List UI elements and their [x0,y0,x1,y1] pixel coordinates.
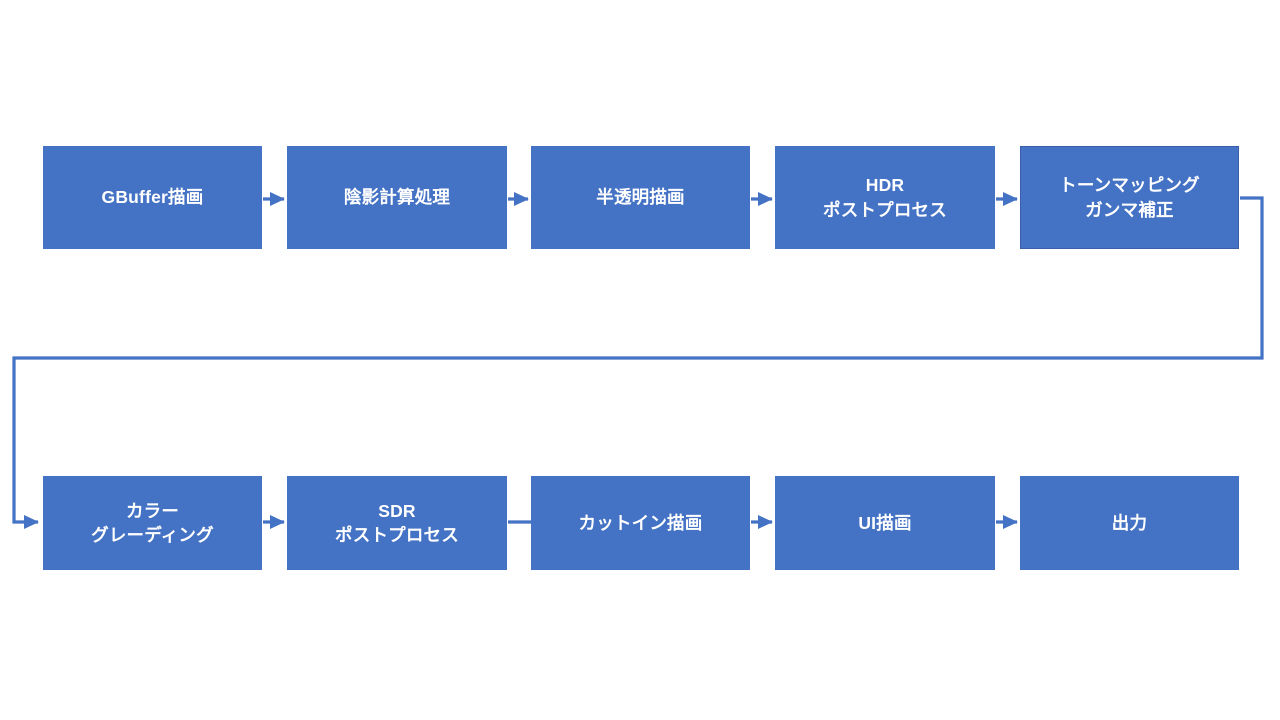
node-sdr-postprocess[interactable]: SDR ポストプロセス [287,476,507,570]
node-shading[interactable]: 陰影計算処理 [287,146,507,249]
node-output[interactable]: 出力 [1020,476,1239,570]
node-color-grading[interactable]: カラー グレーディング [43,476,262,570]
node-tonemapping-gamma[interactable]: トーンマッピング ガンマ補正 [1020,146,1239,249]
node-translucent[interactable]: 半透明描画 [531,146,750,249]
node-ui[interactable]: UI描画 [775,476,995,570]
node-hdr-postprocess[interactable]: HDR ポストプロセス [775,146,995,249]
node-cutin[interactable]: カットイン描画 [531,476,750,570]
node-gbuffer[interactable]: GBuffer描画 [43,146,262,249]
